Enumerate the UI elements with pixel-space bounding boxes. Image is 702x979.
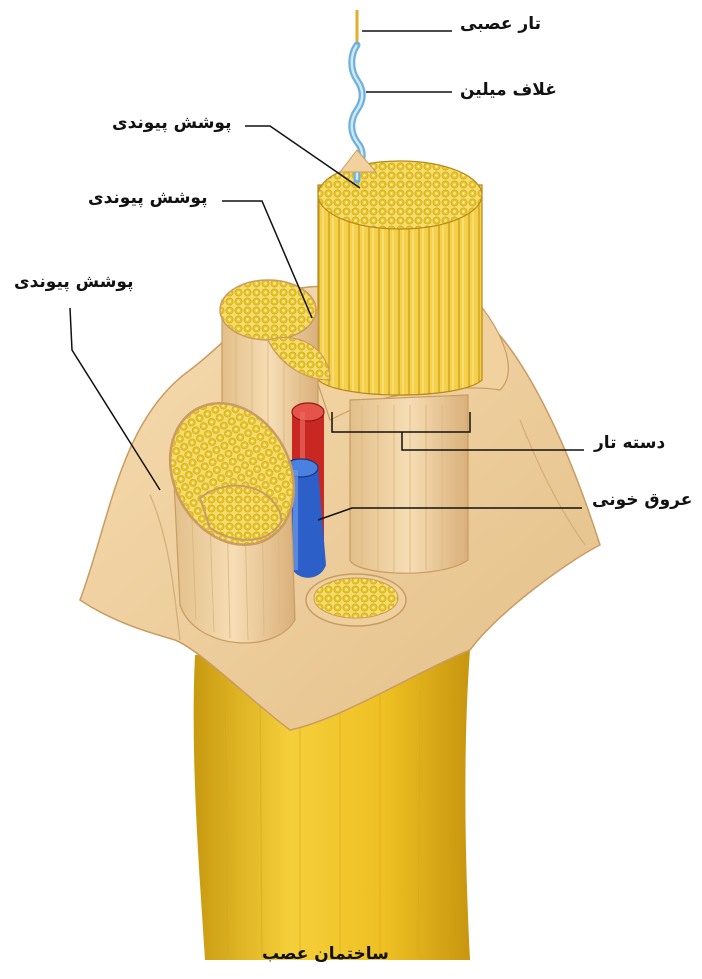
caption-nerve-structure: ساختمان عصب bbox=[262, 944, 389, 964]
label-connective-sheath-1: پوشش پیوندی bbox=[112, 113, 231, 133]
fascicle-cylinder-right bbox=[350, 395, 468, 573]
artery-opening bbox=[292, 403, 324, 421]
fiber-sheath-tip bbox=[340, 150, 376, 172]
label-blood-vessels: عروق خونی bbox=[592, 490, 692, 510]
label-nerve-fiber: تار عصبی bbox=[460, 14, 541, 34]
fascicle-cross-section-small bbox=[314, 578, 398, 618]
label-myelin-sheath: غلاف میلین bbox=[460, 80, 557, 100]
label-connective-sheath-2: پوشش پیوندی bbox=[88, 188, 207, 208]
fascicle-cross-section-upper-left bbox=[220, 280, 316, 340]
label-connective-sheath-3: پوشش پیوندی bbox=[14, 272, 133, 292]
label-fascicle: دسته تار bbox=[594, 433, 665, 453]
